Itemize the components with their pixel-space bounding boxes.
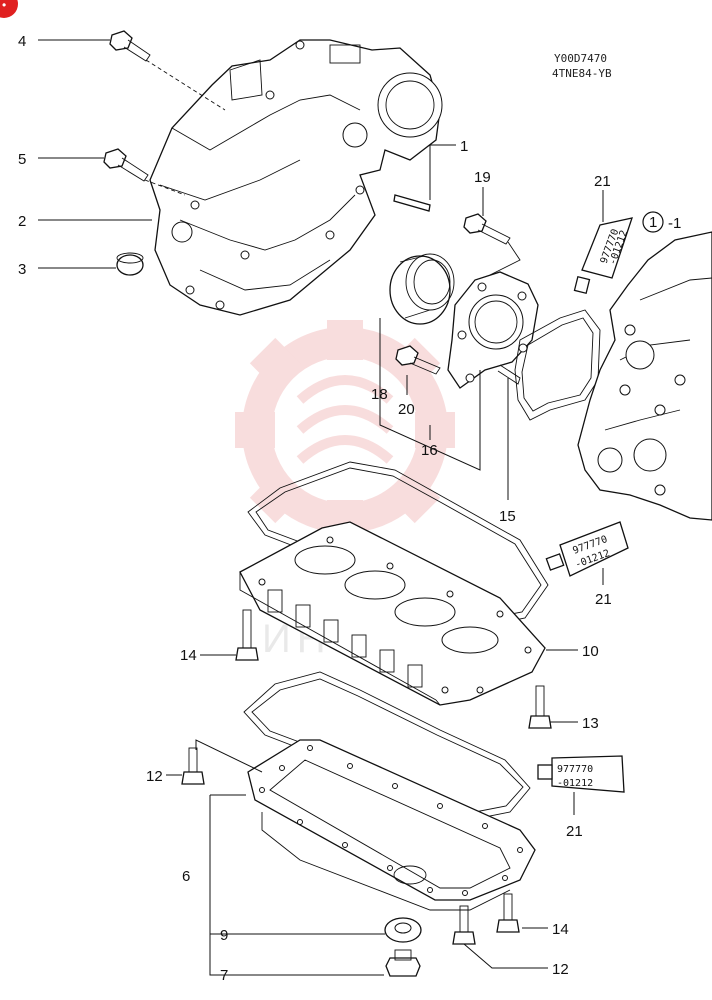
sealant-tube-mid: 977770 -01212 — [545, 521, 629, 577]
callout-14-left: 14 — [180, 647, 197, 664]
corner-badge: • — [0, 0, 18, 18]
drain-plug-7 — [385, 949, 421, 977]
callout-21-top: 21 — [594, 173, 611, 190]
drain-plug-3 — [116, 252, 144, 276]
oil-seal-18 — [389, 253, 455, 325]
callout-20: 20 — [398, 401, 415, 418]
callout-12-lower: 12 — [552, 961, 569, 978]
oil-pan-6 — [247, 739, 536, 911]
callout-10: 10 — [582, 643, 599, 660]
bolt-12-upper — [181, 747, 205, 785]
washer-9 — [384, 917, 422, 943]
callout-19: 19 — [474, 169, 491, 186]
callout-6: 6 — [182, 868, 190, 885]
engine-block — [577, 231, 712, 521]
seal-retainer-15 — [447, 271, 539, 389]
sealant-tube-low: 977770 -01212 — [537, 755, 625, 793]
model-code: 4TNE84-YB — [552, 67, 612, 80]
callout-ref-1-1: 1 -1 — [642, 211, 681, 233]
callout-14-lower: 14 — [552, 921, 569, 938]
drawing-code: Y00D7470 — [554, 52, 607, 65]
svg-text:1: 1 — [649, 214, 657, 231]
callout-4: 4 — [18, 33, 26, 50]
dowel-pin-1 — [393, 194, 431, 212]
bolt-19-leader — [489, 241, 521, 276]
sealant-tube-top: 977770 -01212 — [573, 217, 633, 295]
callout-15: 15 — [499, 508, 516, 525]
bolt-14-left — [235, 609, 259, 661]
retainer-gasket — [514, 309, 601, 421]
callout-7: 7 — [220, 967, 228, 984]
bolt-4-centerline — [145, 59, 226, 111]
leader-lines — [38, 39, 604, 976]
callout-13: 13 — [582, 715, 599, 732]
bolt-20 — [395, 345, 441, 375]
svg-text:-1: -1 — [668, 215, 681, 232]
bolt-5-centerline — [144, 179, 186, 196]
svg-text:977770: 977770 — [557, 764, 593, 775]
bolt-4 — [109, 30, 151, 62]
bolt-14-lower — [496, 893, 520, 933]
callout-5: 5 — [18, 151, 26, 168]
flywheel-housing — [149, 39, 443, 316]
svg-text:-01212: -01212 — [557, 778, 593, 789]
callout-21-mid: 21 — [595, 591, 612, 608]
bolt-13 — [528, 685, 552, 729]
callout-2: 2 — [18, 213, 26, 230]
callout-16: 16 — [421, 442, 438, 459]
stiffener-plate-10 — [239, 521, 546, 706]
callout-12-upper: 12 — [146, 768, 163, 785]
callout-18: 18 — [371, 386, 388, 403]
bolt-19 — [463, 213, 511, 245]
callout-3: 3 — [18, 261, 26, 278]
svg-text:•: • — [2, 0, 6, 12]
watermark-logo — [235, 320, 455, 540]
callout-1: 1 — [460, 138, 468, 155]
bolt-12-lower — [452, 905, 476, 945]
callout-9: 9 — [220, 927, 228, 944]
callout-21-low: 21 — [566, 823, 583, 840]
bolt-5 — [103, 148, 149, 182]
